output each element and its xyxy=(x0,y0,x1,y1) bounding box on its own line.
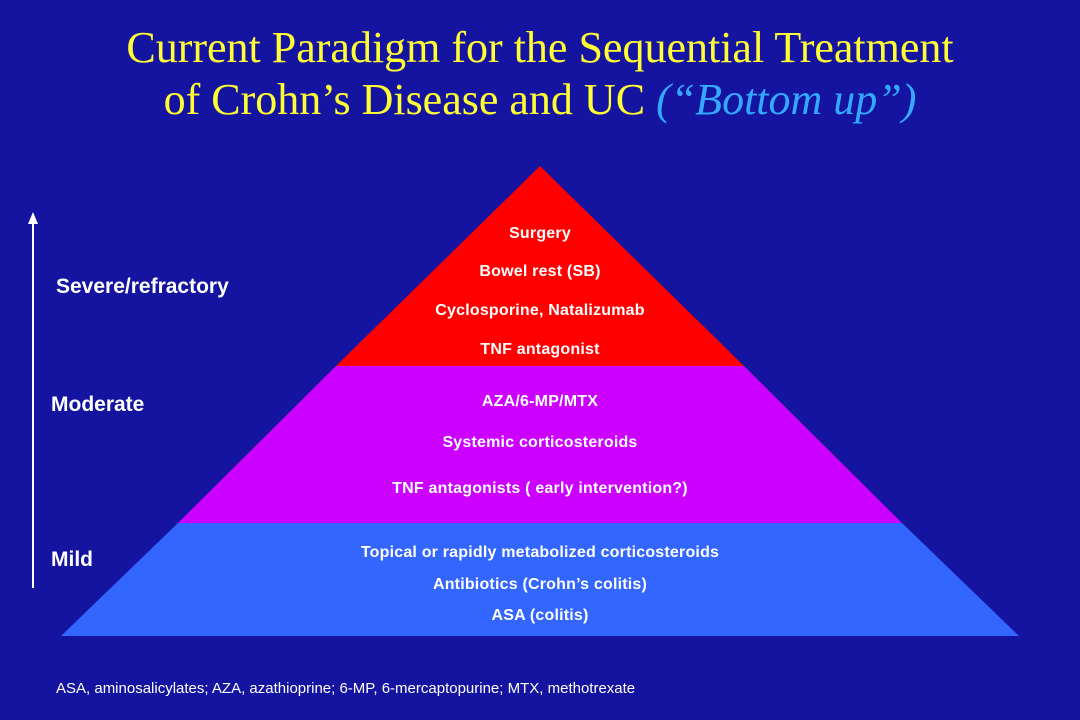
mild-item-antibiotics: Antibiotics (Crohn’s colitis) xyxy=(432,576,648,593)
severity-label-mild: Mild xyxy=(51,548,93,571)
severe-item-bowel-rest: Bowel rest (SB) xyxy=(479,263,601,280)
pyramid-layer-mild xyxy=(61,523,1019,636)
severity-label-moderate: Moderate xyxy=(51,393,145,416)
pyramid-layer-moderate xyxy=(178,366,902,523)
title-line-2: of Crohn’s Disease and UC (“Bottom up”) xyxy=(0,74,1080,126)
moderate-item-systemic-corticosteroids: Systemic corticosteroids xyxy=(442,434,638,451)
severity-label-severe: Severe/refractory xyxy=(56,275,229,298)
pyramid-layer-severe xyxy=(336,166,744,366)
severity-arrow-head xyxy=(28,212,38,224)
severe-item-cyclosporine: Cyclosporine, Natalizumab xyxy=(435,302,645,319)
moderate-item-tnf-early: TNF antagonists ( early intervention?) xyxy=(392,480,688,497)
title-line-2-main: of Crohn’s Disease and UC xyxy=(163,75,657,124)
title-line-1: Current Paradigm for the Sequential Trea… xyxy=(126,23,954,72)
title-accent: (“Bottom up”) xyxy=(656,75,917,124)
severe-item-tnf-antagonist: TNF antagonist xyxy=(480,341,600,358)
severe-item-surgery: Surgery xyxy=(509,225,571,242)
moderate-item-aza: AZA/6-MP/MTX xyxy=(481,393,599,410)
slide-title: Current Paradigm for the Sequential Trea… xyxy=(0,22,1080,126)
mild-item-topical-corticosteroids: Topical or rapidly metabolized corticost… xyxy=(360,544,720,561)
abbreviations-footnote: ASA, aminosalicylates; AZA, azathioprine… xyxy=(56,680,636,697)
mild-item-asa: ASA (colitis) xyxy=(491,607,589,624)
